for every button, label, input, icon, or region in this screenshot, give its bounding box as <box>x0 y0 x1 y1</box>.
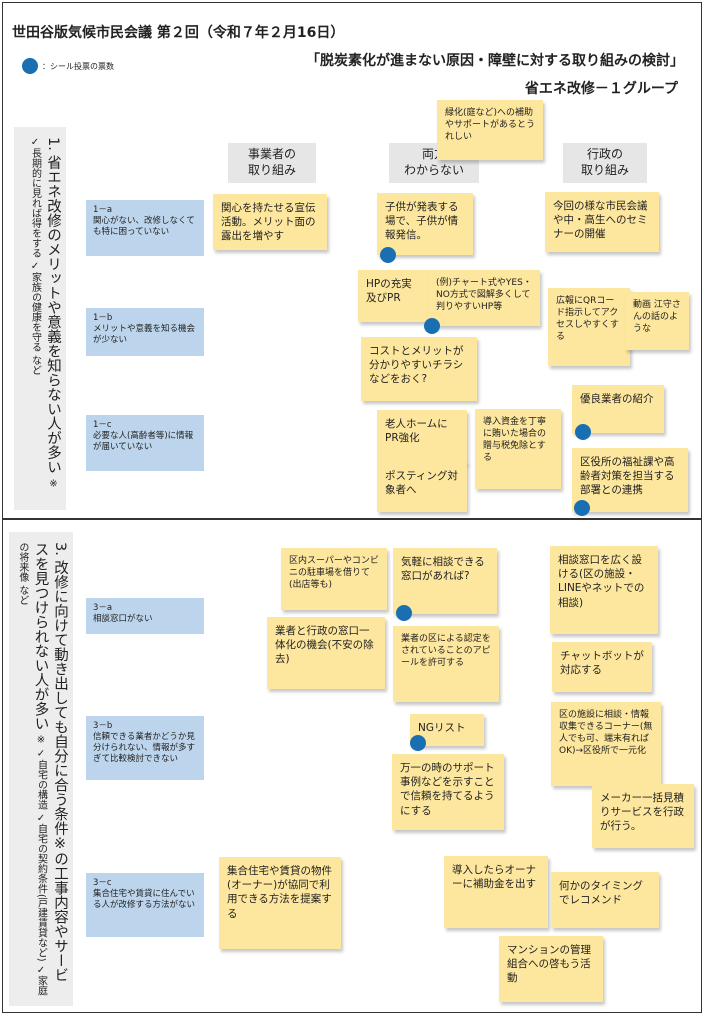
section3-title: 3. 改修に向けて動き出しても自分に合う条件※の工事内容やサービスを見つけられな… <box>32 542 68 983</box>
legend: ：シール投票の票数 <box>22 58 114 74</box>
vote-dot-icon <box>575 424 591 440</box>
page-title: 世田谷版気候市民会議 第２回（令和７年２月16日） <box>12 25 345 41</box>
sticky-note: 導入したらオーナーに補助金を出す <box>444 856 548 928</box>
sticky-note: 何かのタイミングでレコメンド <box>551 872 659 928</box>
label-3b: 3－b 信頼できる業者かどうか見分けられない、情報が多すぎて比較検討できない <box>86 716 204 780</box>
column-header-business: 事業者の 取り組み <box>228 143 316 183</box>
sticky-note: 緑化(庭など)への補助やサポートがあるとうれしい <box>437 100 543 160</box>
sticky-note: チャットボットが対応する <box>552 642 652 692</box>
section1-note: ※ ✓長期的に見れば得をする ✓家族の健康を守る など <box>29 137 59 490</box>
workshop-subtitle: 「脱炭素化が進まない原因・障壁に対する取り組みの検討」 <box>306 53 684 69</box>
legend-text: ：シール投票の票数 <box>42 61 114 71</box>
sticky-note: 関心を持たせる宣伝活動。メリット面の露出を増やす <box>213 194 327 250</box>
sticky-note: HPの充実及びPR <box>358 270 428 322</box>
sticky-note: (例)チャート式やYES・NO方式で図解多くして判りやすいHP等 <box>428 270 540 326</box>
sticky-note: コストとメリットが分かりやすいチラシなどをおく? <box>361 337 477 401</box>
vote-dot-icon <box>380 247 396 263</box>
label-3c: 3－c 集合住宅や賃貸に住んでいる人が改修する方法がない <box>86 873 204 937</box>
label-1b: 1－b メリットや意義を知る機会が少ない <box>86 308 204 356</box>
sticky-note: 老人ホームにPR強化 <box>377 410 467 464</box>
section1-title-box: 1. 省エネ改修のメリットや意義を知らない人が多い ※ ✓長期的に見れば得をする… <box>14 127 66 510</box>
section3-note: ※ ✓自宅の構造 ✓自宅の契約条件(戸建賃貸など) ✓家庭の将来像 など <box>16 542 47 996</box>
vote-dot-icon <box>410 735 426 751</box>
group-name: 省エネ改修－１グループ <box>524 81 678 97</box>
vote-dot-icon <box>574 500 590 516</box>
sticky-note: 業者と行政の窓口一体化の機会(不安の除去) <box>267 617 385 689</box>
sticky-note: 気軽に相談できる窓口があれば? <box>393 548 497 614</box>
sticky-note: 万一の時のサポート事例などを示すことで信頼を持てるようにする <box>392 754 504 830</box>
label-3a: 3－a 相談窓口がない <box>86 598 204 634</box>
section-divider <box>2 518 702 520</box>
sticky-note: 今回の様な市民会議や中・高生へのセミナーの開催 <box>545 192 659 252</box>
column-header-government: 行政の 取り組み <box>563 143 647 183</box>
sticky-note: 区役所の福祉課や高齢者対策を担当する部署との連携 <box>572 448 688 512</box>
sticky-note: 集合住宅や賃貸の物件(オーナー)が協同で利用できる方法を提案する <box>219 857 341 949</box>
label-1c: 1－c 必要な人(高齢者等)に情報が届いていない <box>86 415 204 471</box>
sticky-note: 区の施設に相談・情報収集できるコーナー(無人でも可、端末有ればOK)→区役所で一… <box>551 702 661 786</box>
section1-title: 1. 省エネ改修のメリットや意義を知らない人が多い <box>45 137 61 475</box>
sticky-note: メーカー一括見積りサービスを行政が行う。 <box>592 784 694 848</box>
label-1a: 1－a 関心がない、改修しなくても特に困っていない <box>86 200 204 256</box>
sticky-note: 業者の区による認定をされていることのアピールを許可する <box>393 626 499 702</box>
section3-title-box: 3. 改修に向けて動き出しても自分に合う条件※の工事内容やサービスを見つけられな… <box>9 532 73 1006</box>
sticky-note: マンションの管理組合への啓もう活動 <box>499 936 603 1002</box>
sticky-note: 子供が発表する場で、子供が情報発信。 <box>377 193 473 255</box>
vote-dot-icon <box>424 318 440 334</box>
vote-dot-icon <box>396 605 412 621</box>
sticky-note: 動画 江守さんの話のような <box>625 292 689 350</box>
sticky-note: 区内スーパーやコンビニの駐車場を借りて(出店等も) <box>281 548 387 610</box>
sticky-note: 導入資金を丁寧に賄いた場合の贈与税免除とする <box>475 409 561 489</box>
sticky-note: 相談窓口を広く設ける(区の施設・LINEやネットでの相談) <box>550 546 658 634</box>
sticky-note: ポスティング対象者へ <box>377 462 467 512</box>
sticky-note: 広報にQRコード指示してアクセスしやすくする <box>548 288 630 366</box>
vote-dot-icon <box>22 58 38 74</box>
